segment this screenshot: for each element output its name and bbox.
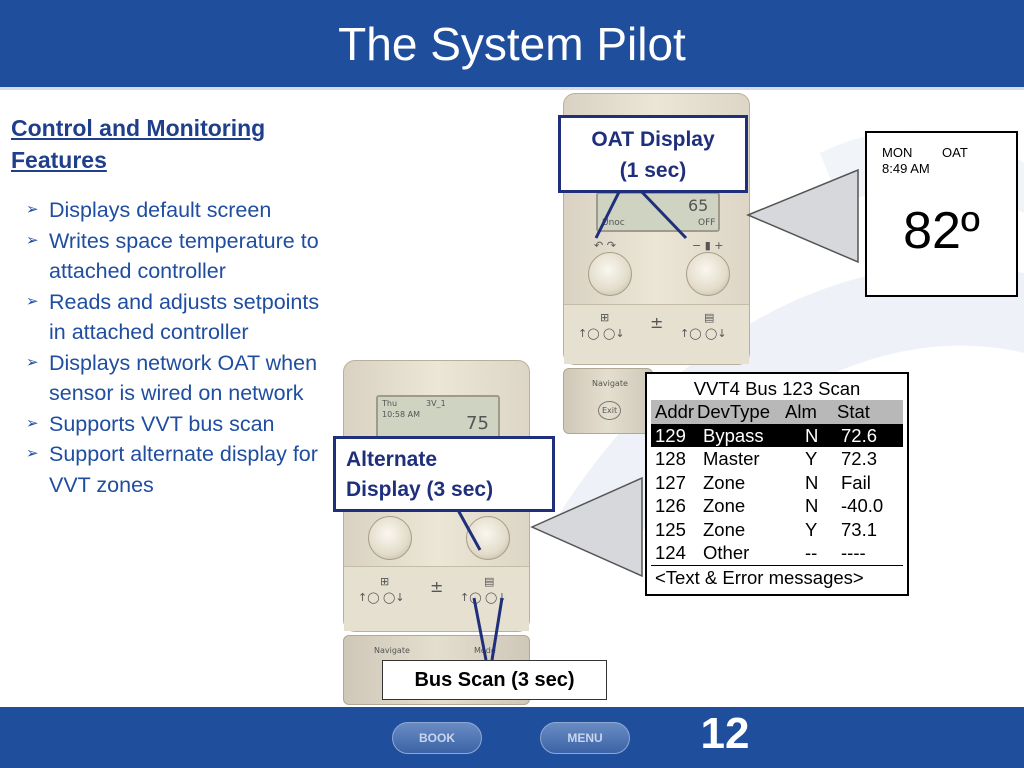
bus-arrow-left [472,597,488,661]
bus-arrow-right [490,597,504,661]
list-icon: ▤ [704,311,715,324]
oat-day: MON [882,145,913,160]
heading-line-2: Features [11,147,107,173]
grid-icon: ⊞ [600,311,610,324]
lcd-value: 75 [466,413,489,434]
grid-icon: ⊞ [380,575,390,588]
right-button-pair-icon[interactable]: ↑◯ ◯↓ [460,591,507,604]
oat-time: 8:49 AM [882,161,930,176]
bullet-arrow-icon: ➢ [26,201,39,218]
bullet-arrow-icon: ➢ [26,353,39,371]
oat-temperature: 82º [903,202,980,260]
page-number: 12 [700,709,750,758]
oat-label: OAT [942,145,968,160]
scan-message: <Text & Error messages> [651,564,903,588]
bullet-arrow-icon: ➢ [26,414,39,432]
oat-arrow-right [638,188,688,240]
slide-title: The System Pilot [338,18,686,70]
table-row[interactable]: 125 Zone Y 73.1 [655,518,878,540]
scan-pointer [530,476,643,578]
list-item: ➢Supports VVT bus scan [26,409,331,440]
rotate-arrows-icon: ↶ ↷ [594,239,616,252]
list-icon: ▤ [484,575,495,588]
list-item: ➢Support alternate display for VVT zones [26,439,331,500]
menu-button[interactable]: MENU [540,722,630,754]
scan-title: VVT4 Bus 123 Scan [693,378,861,399]
temp-adjust-icon: − ▮ + [692,239,724,252]
table-row[interactable]: 124 Other -- ---- [655,542,866,563]
bus-scan-screen: VVT4 Bus 123 Scan Addr DevType Alm Stat … [645,372,909,596]
bus-scan-callout: Bus Scan (3 sec) [382,660,607,700]
heading-line-1: Control and Monitoring [11,115,266,141]
scan-header-row: Addr DevType Alm Stat [651,400,903,424]
base-navigate-label: Navigate [374,646,410,655]
setpoint-slider-icon[interactable]: ± [430,577,444,596]
title-bar: The System Pilot [0,0,1024,90]
list-item: ➢Displays default screen [26,195,331,226]
alt-arrow [456,509,482,551]
lcd-mode: 3V_1 [426,399,446,408]
bullet-arrow-icon: ➢ [26,231,39,249]
table-row[interactable]: 127 Zone N Fail [655,471,871,493]
exit-button[interactable]: Exit [598,401,622,420]
lcd-right-label: OFF [698,218,716,228]
column-header: DevType [697,401,771,422]
left-button-pair-icon[interactable]: ↑◯ ◯↓ [578,327,625,340]
setpoint-slider-icon[interactable]: ± [650,313,664,332]
right-button-pair-icon[interactable]: ↑◯ ◯↓ [680,327,727,340]
oat-arrow-left [594,189,622,239]
list-item: ➢Reads and adjusts setpoints in attached… [26,287,331,348]
left-knob[interactable] [368,516,412,560]
device-base-top: Navigate Exit [563,368,653,434]
column-header: Stat [837,401,870,422]
list-item: ➢Writes space temperature to attached co… [26,226,331,287]
feature-list: ➢Displays default screen ➢Writes space t… [26,195,331,500]
oat-pointer [746,168,859,264]
base-navigate-label: Navigate [592,379,628,388]
table-row[interactable]: 129 Bypass N 72.6 [651,423,903,447]
footer-bar [0,707,1024,768]
oat-callout-line-1: OAT Display [591,128,715,151]
lcd-day: Thu [382,399,398,408]
lcd-value: 65 [688,196,709,215]
alternate-display-callout: Alternate Display (3 sec) [333,436,555,512]
section-heading: Control and Monitoring Features [11,112,331,176]
oat-display-callout: OAT Display (1 sec) [558,115,748,193]
alt-callout-line-2: Display (3 sec) [346,478,494,501]
oat-callout-line-2: (1 sec) [619,159,687,182]
left-button-pair-icon[interactable]: ↑◯ ◯↓ [358,591,405,604]
column-header: Alm [785,401,817,422]
right-knob[interactable] [686,252,730,296]
alt-callout-line-1: Alternate [346,448,438,471]
lcd-left-label: Unoc [602,218,625,228]
left-knob[interactable] [588,252,632,296]
table-row[interactable]: 128 Master Y 72.3 [655,448,878,469]
lcd-time: 10:58 AM [382,410,420,419]
column-header: Addr [655,401,695,422]
list-item: ➢Displays network OAT when sensor is wir… [26,348,331,409]
book-button[interactable]: BOOK [392,722,482,754]
device-lower-panel: ⊞ ↑◯ ◯↓ ± ▤ ↑◯ ◯↓ [564,304,749,364]
table-row[interactable]: 126 Zone N -40.0 [655,495,884,516]
bullet-arrow-icon: ➢ [26,445,39,462]
bullet-arrow-icon: ➢ [26,292,39,310]
oat-display-screen: MON OAT 8:49 AM 82º [865,131,1018,297]
